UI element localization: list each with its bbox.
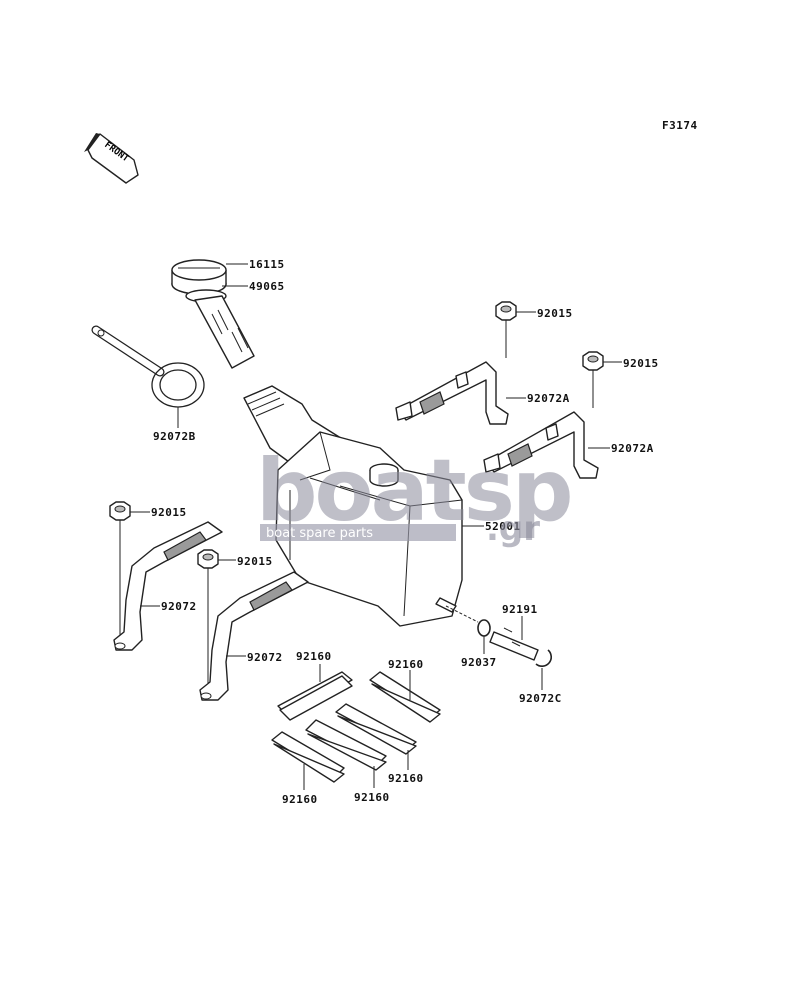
label-92072A-b: 92072A	[611, 442, 654, 455]
figure-code: F3174	[662, 119, 698, 132]
fuel-cap	[171, 259, 227, 295]
label-92072-b: 92072	[247, 651, 283, 664]
hose-clamp	[477, 619, 491, 637]
watermark-suffix: .gr	[486, 509, 540, 549]
pad-a	[277, 671, 353, 721]
cap-strap	[91, 325, 205, 408]
label-52001: 52001	[485, 520, 521, 533]
label-92037: 92037	[461, 656, 497, 669]
band-upper-a	[395, 361, 509, 425]
band-lower-a	[113, 521, 223, 651]
nut-lower-right	[197, 549, 219, 569]
band-upper-b	[483, 411, 599, 479]
label-92015-b: 92015	[623, 357, 659, 370]
label-92072-a: 92072	[161, 600, 197, 613]
label-92072C: 92072C	[519, 692, 562, 705]
label-92015-a: 92015	[537, 307, 573, 320]
hose-clip	[535, 649, 552, 667]
fuel-strainer	[185, 289, 255, 369]
band-lower-b	[199, 571, 309, 701]
label-92160-c: 92160	[388, 772, 424, 785]
pad-d	[305, 719, 387, 771]
nut-upper-left	[495, 301, 517, 321]
label-92160-a: 92160	[296, 650, 332, 663]
nut-lower-left	[109, 501, 131, 521]
label-92072B: 92072B	[153, 430, 196, 443]
label-16115: 16115	[249, 258, 285, 271]
front-arrow-icon: FRONT	[84, 133, 139, 184]
pad-b	[369, 671, 441, 723]
nut-upper-right	[582, 351, 604, 371]
label-49065: 49065	[249, 280, 285, 293]
label-92015-c: 92015	[151, 506, 187, 519]
label-92160-d: 92160	[354, 791, 390, 804]
label-92015-d: 92015	[237, 555, 273, 568]
watermark-tagline: boat spare parts	[266, 526, 373, 541]
label-92191: 92191	[502, 603, 538, 616]
fuel-hose	[489, 627, 539, 661]
label-92160-b: 92160	[388, 658, 424, 671]
watermark-logo: boatsp .gr boat spare parts	[256, 441, 574, 549]
pad-e	[271, 731, 345, 783]
pad-c	[335, 703, 417, 755]
label-92072A-a: 92072A	[527, 392, 570, 405]
label-92160-e: 92160	[282, 793, 318, 806]
